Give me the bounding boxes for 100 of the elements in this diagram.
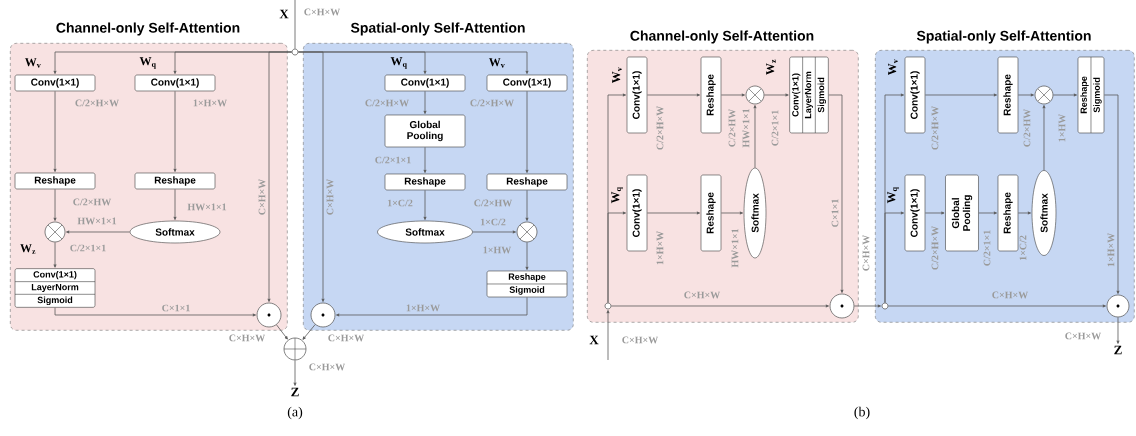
arrow [53,241,57,268]
arrow [1103,94,1120,294]
subfigure-label: (a) [287,406,303,420]
edge-label: C×1×1 [162,304,190,312]
arrow [293,359,297,386]
edge-label: C×H×W [304,8,341,16]
weight-label: W$_{q}$ [887,187,899,204]
edge-label: 1×H×W [406,304,440,312]
edge-label: 1×HW [483,246,512,254]
multiply-symbol [516,221,538,243]
edge-label: C/2×H×W [365,99,409,107]
edge-label: C×H×W [684,291,721,299]
arrow [525,241,529,270]
arrow [53,188,57,221]
arrow [853,304,881,308]
process-box: Reshape [997,174,1019,252]
arrow [173,188,177,220]
arrow [924,211,945,215]
edge-label: HW×1×1 [187,203,227,211]
arrow [267,51,293,302]
product-symbol [310,302,336,328]
arrow [884,211,904,304]
arrow [423,189,427,220]
edge-label: C×H×W [326,178,334,215]
arrow [276,324,288,340]
sum-symbol [283,337,307,361]
edge-label: C/2×HW [73,198,112,206]
arrow [336,296,528,317]
process-box: Reshape [700,174,722,252]
variable-label: X [279,9,289,19]
edge-label: C/2×HW [474,199,513,207]
edge-label: C×H×W [622,336,659,344]
edge-label: C×H×W [328,334,365,342]
edge-label: C×H×W [309,363,346,371]
layer-stack: Conv(1×1) LayerNorm Sigmoid [789,56,829,134]
arrow [1017,93,1034,97]
edge-label: C/2×1×1 [983,230,991,266]
multiply-symbol [1034,85,1054,105]
edge-label: C/2×1×1 [771,110,779,146]
edge-label: C/2×H×W [470,99,514,107]
process-box: Conv(1×1) [904,174,926,252]
ellipse-node: Softmax [743,167,767,259]
process-box: Reshape [134,172,216,190]
arrow [1042,105,1046,171]
weight-label: W$_{q}$ [611,187,623,204]
arrow [887,304,1106,308]
edge-label: 1×C/2 [1019,235,1027,261]
process-box: Reshape [384,173,466,191]
ellipse-node: Softmax [377,220,473,244]
arrow [1052,93,1077,97]
edge-label: C×1×1 [831,199,839,227]
variable-label: Z [291,387,299,397]
arrow [302,324,316,340]
edge-label: C/2×H×W [931,226,939,270]
product-symbol [829,293,855,319]
arrow [607,211,627,304]
weight-label: W$_{z}$ [20,244,36,254]
edge-label: C/2×H×W [931,106,939,150]
edge-label: C/2×HW [728,108,736,147]
arrow [1116,316,1120,344]
process-box: Conv(1×1) [626,174,648,252]
process-box: Reshape [14,172,96,190]
edge-label: 1×H×W [1107,233,1115,267]
edge-label: C/2×HW [1023,108,1031,147]
weight-label: W$_{v}$ [888,59,898,76]
weight-label: W$_{q}$ [390,57,407,69]
arrow [423,90,427,115]
process-box: Conv(1×1) [626,56,648,134]
process-box: Reshape [700,56,722,134]
process-box: Global Pooling [384,114,466,148]
arrow [525,189,529,221]
edge-label: C/2×H×W [75,99,119,107]
node-label: Channel-only Self-Attention [630,30,814,44]
process-box: Conv(1×1) [486,74,568,92]
layer-stack: Conv(1×1) LayerNorm Sigmoid [14,268,96,308]
edge-label: 1×H×W [656,231,664,265]
arrow [924,93,997,97]
process-box: Conv(1×1) [14,74,96,92]
ellipse-node: Softmax [1031,170,1057,256]
edge-label: C×H×W [1065,332,1102,340]
ellipse-node: Softmax [129,220,221,244]
arrow [646,93,701,97]
edge-label: C×H×W [862,234,870,271]
arrow [173,90,177,172]
process-box: Reshape [486,173,568,191]
arrow [606,310,610,361]
arrow [646,211,701,215]
variable-label: X [589,335,599,345]
arrow [297,51,325,302]
arrow [763,93,789,97]
weight-label: W$_{z}$ [766,59,776,75]
process-box: Conv(1×1) [134,74,216,92]
arrow [525,90,529,173]
edge-label: C/2×1×1 [70,244,106,252]
process-box: Conv(1×1) [904,56,926,134]
edge-label: C/2×H×W [656,106,664,150]
arrow [472,230,516,234]
edge-label: 1×C/2 [480,218,506,226]
process-box: Reshape [997,56,1019,134]
arrow [610,304,829,308]
